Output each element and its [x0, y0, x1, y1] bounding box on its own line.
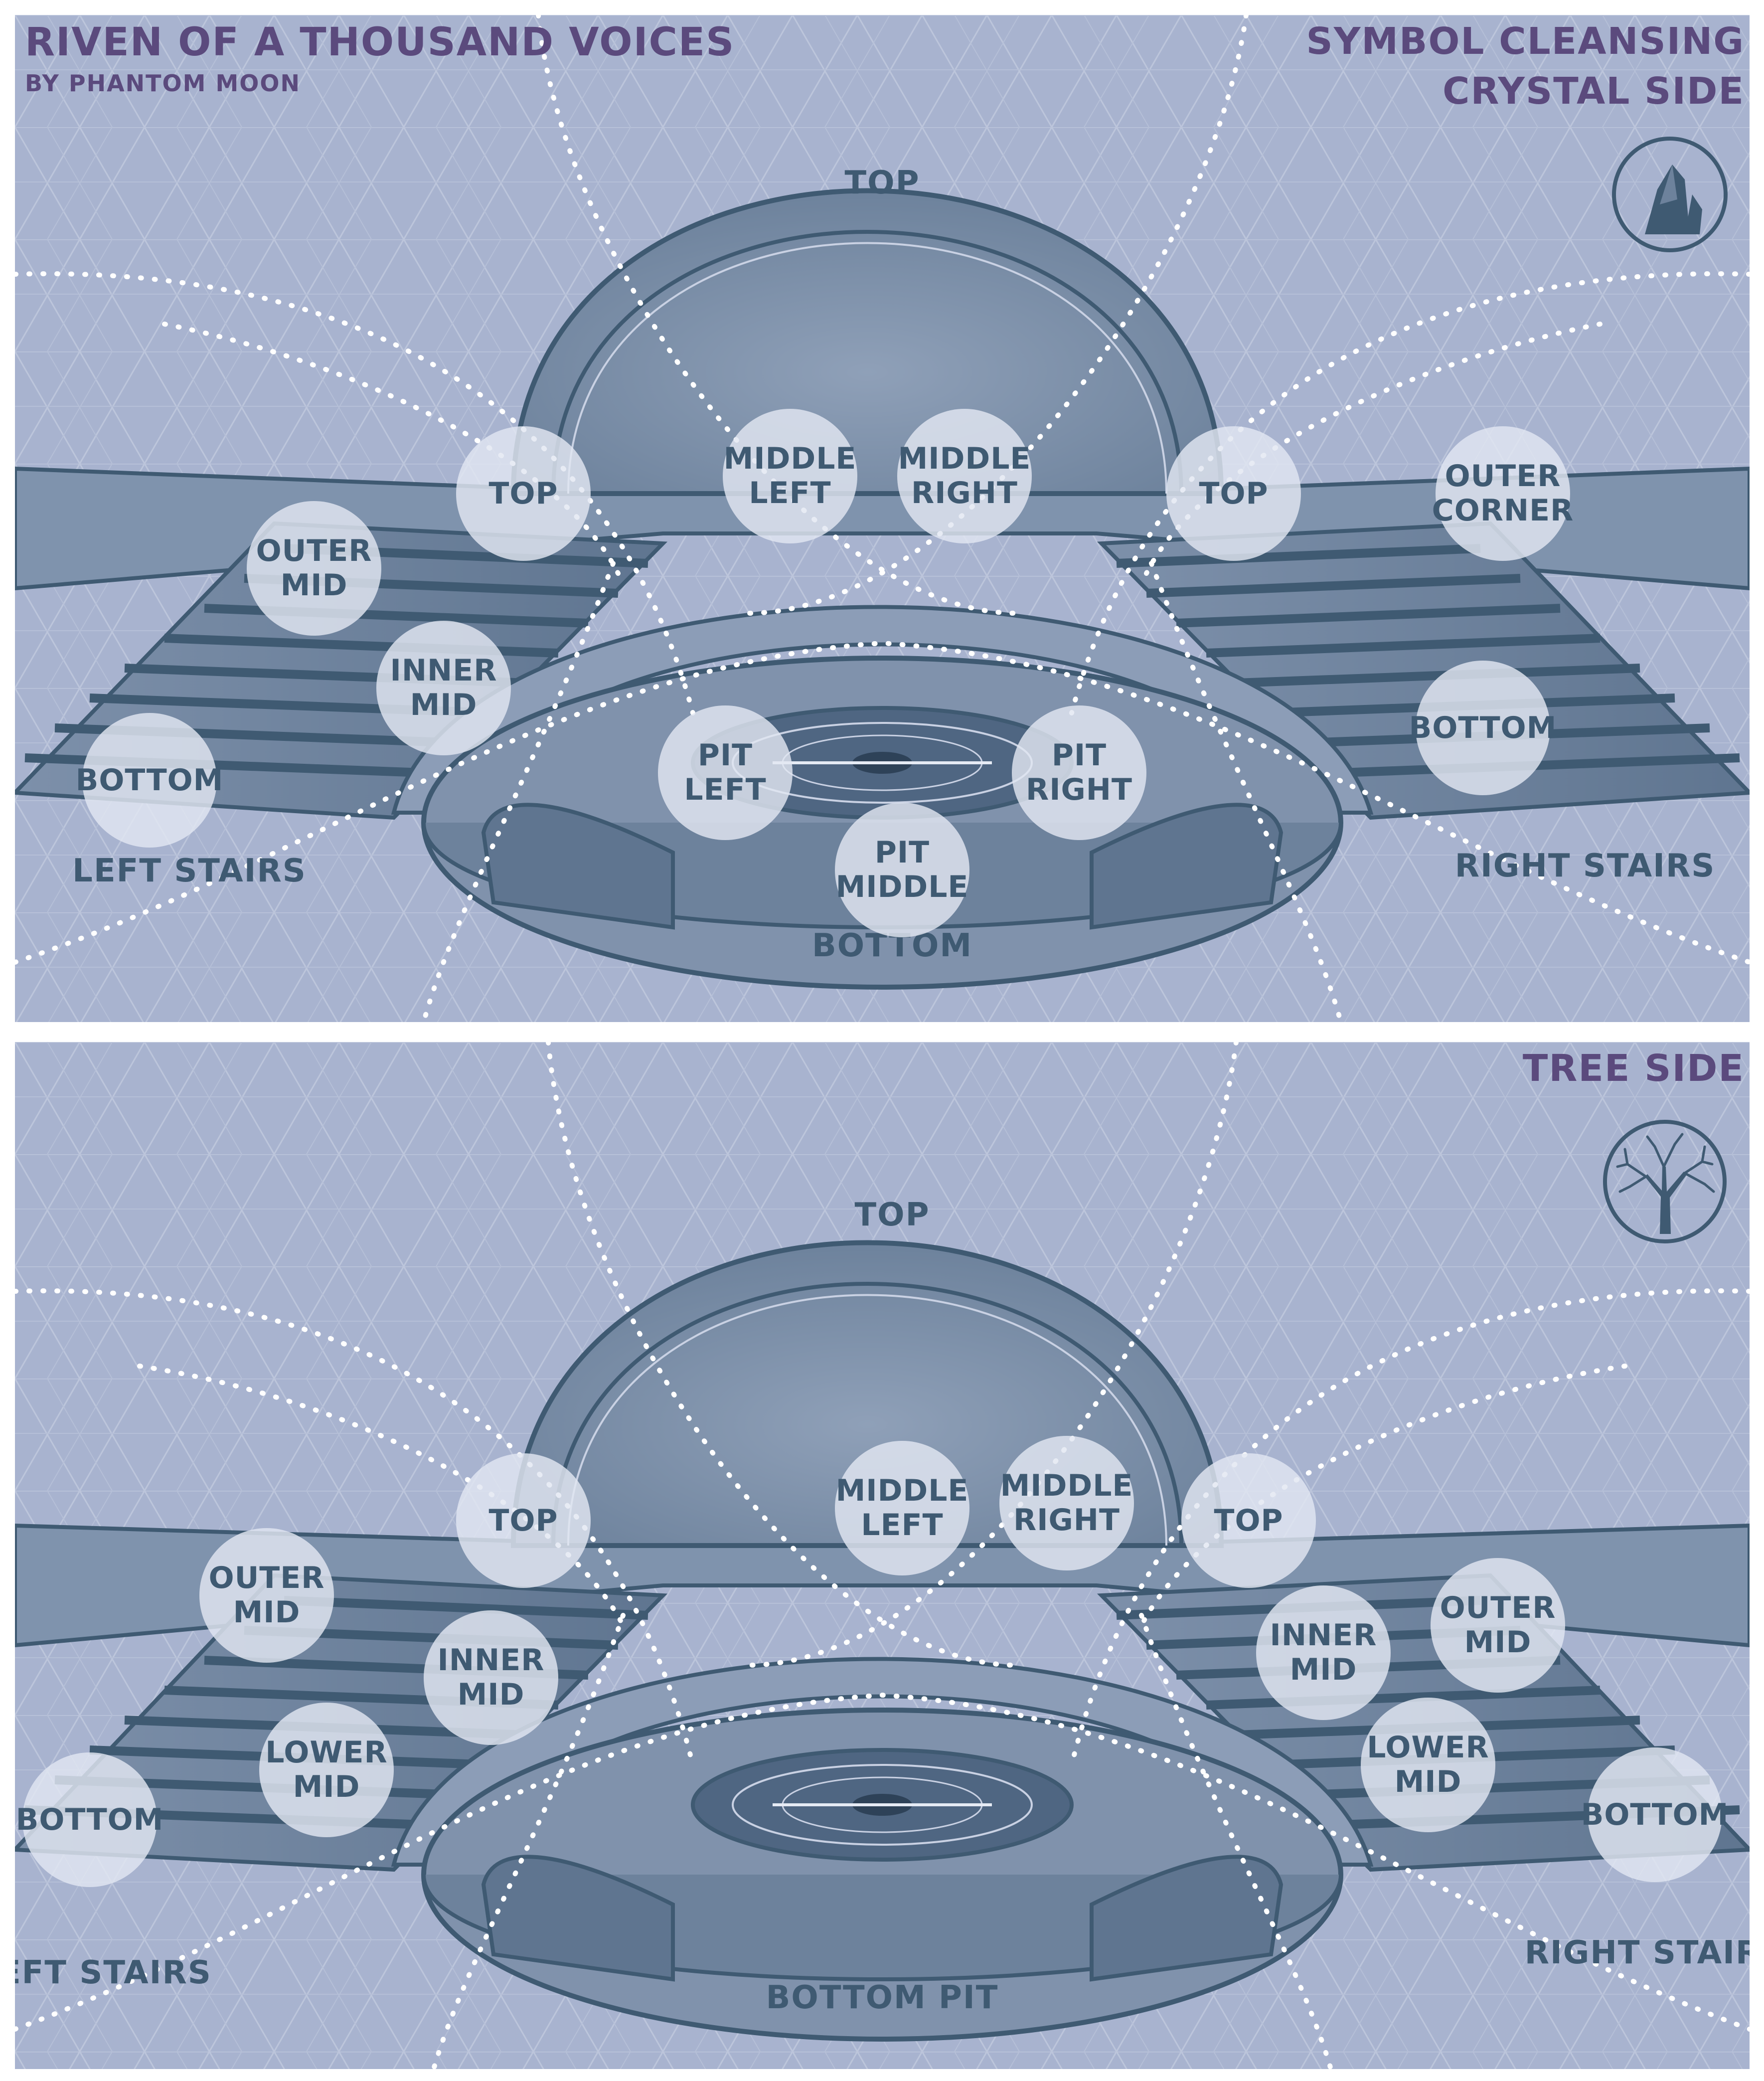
right-stairs-label: RIGHT STAIRS: [1524, 1934, 1750, 1971]
pit-bottom-label: BOTTOM PIT: [766, 1979, 999, 2016]
spot-left-top[interactable]: TOP: [456, 1453, 591, 1588]
central-dome: [510, 188, 1224, 496]
spot-right-bottom[interactable]: BOTTOM: [1409, 661, 1556, 795]
map-title: RIVEN OF A THOUSAND VOICES: [25, 20, 735, 65]
crystal-icon: [1612, 137, 1728, 252]
spot-left-bottom[interactable]: BOTTOM: [76, 713, 223, 848]
dome-top-label: TOP: [854, 1197, 930, 1233]
curved-platform-ring: [391, 1657, 1374, 1867]
crystal-heading-line1: SYMBOL CLEANSING: [1306, 20, 1745, 63]
left-stairs-label: LEFT STAIRS: [15, 1954, 212, 1991]
crystal-side-panel: RIVEN OF A THOUSAND VOICES BY PHANTOM MO…: [15, 15, 1750, 1022]
tree-side-scene: [15, 1042, 1750, 2069]
spot-left-top[interactable]: TOP: [456, 426, 591, 561]
tree-side-panel: TREE SIDE TOP BOTTOM PIT LEFT STAIRS RIG…: [15, 1042, 1750, 2069]
left-stairs-label: LEFT STAIRS: [72, 853, 307, 889]
right-stairs-label: RIGHT STAIRS: [1454, 848, 1716, 884]
map-author: BY PHANTOM MOON: [25, 70, 301, 97]
spot-right-top[interactable]: TOP: [1181, 1453, 1316, 1588]
dome-top-label: TOP: [844, 165, 920, 201]
crystal-heading-line2: CRYSTAL SIDE: [1443, 70, 1745, 113]
central-pit: [421, 1708, 1343, 2042]
dotted-sightlines: [15, 1042, 1750, 2069]
tree-icon: [1603, 1120, 1727, 1243]
tree-heading: TREE SIDE: [1522, 1047, 1745, 1090]
spot-left-bottom[interactable]: BOTTOM: [16, 1752, 163, 1887]
spot-right-top[interactable]: TOP: [1166, 426, 1301, 561]
curved-platform-ring: [391, 605, 1374, 815]
spot-right-bottom[interactable]: BOTTOM: [1581, 1747, 1728, 1882]
